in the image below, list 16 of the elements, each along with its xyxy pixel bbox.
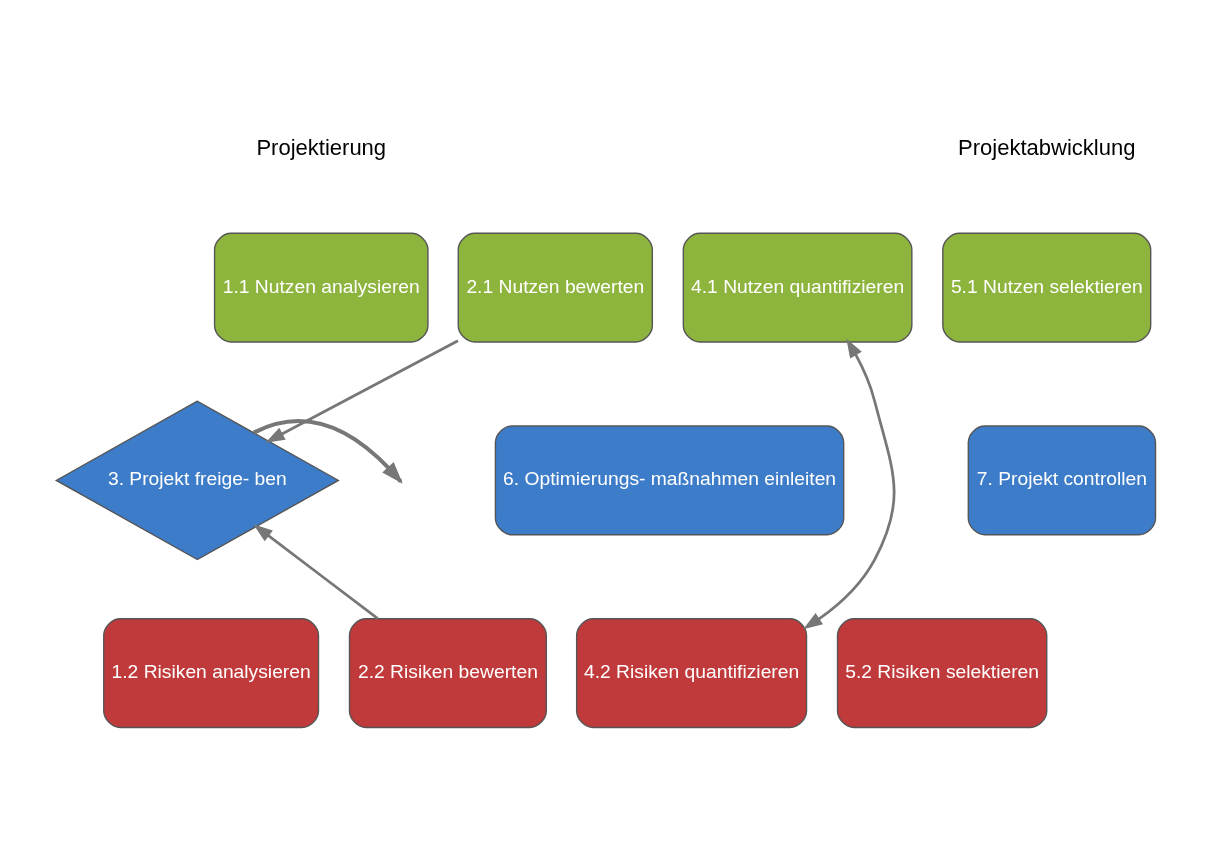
node-box: 5.2 Risiken selektieren — [836, 618, 1048, 729]
node-box: 1.1 Nutzen analysieren — [213, 232, 429, 343]
node-box: 2.1 Nutzen bewerten — [457, 232, 654, 343]
node-box: 4.2 Risiken quantifizieren — [575, 618, 808, 729]
node-box: 5.1 Nutzen selektieren — [942, 232, 1152, 343]
node-box: 6. Optimierungs- maßnahmen einleiten — [494, 425, 845, 536]
node-box: 1.2 Risiken analysieren — [103, 618, 320, 729]
node-box: 2.2 Risiken bewerten — [348, 618, 548, 729]
node-box: 7. Projekt controllen — [967, 425, 1157, 536]
node-box: 4.1 Nutzen quantifizieren — [682, 232, 913, 343]
node-diamond: 3. Projekt freige- ben — [54, 400, 340, 561]
arrow — [803, 338, 896, 630]
arrow — [253, 524, 379, 620]
label: Projektierung — [256, 134, 387, 160]
arrow — [265, 339, 459, 443]
label: Projektabwicklung — [958, 134, 1136, 160]
